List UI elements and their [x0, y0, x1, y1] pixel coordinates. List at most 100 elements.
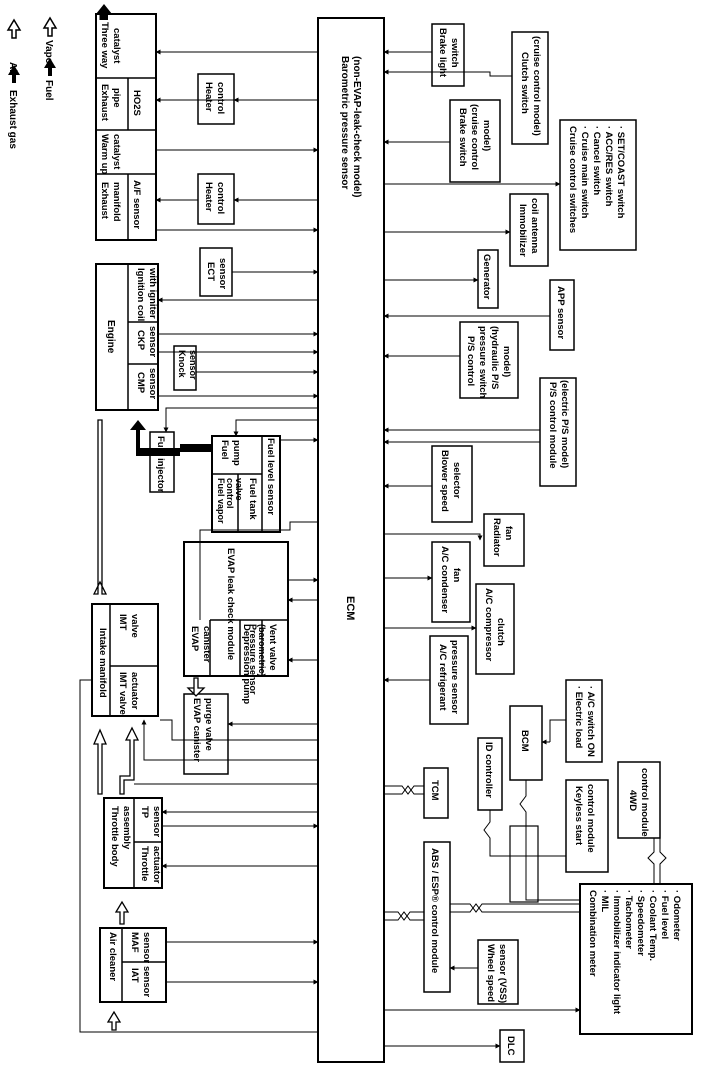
- tcm-label: TCM: [429, 780, 440, 801]
- ac-compressor-line1: A/C compressor: [483, 588, 494, 662]
- exhaust-pipe-line2: pipe: [111, 88, 122, 108]
- legend-exhaust-gas: Exhaust gas: [7, 90, 18, 149]
- fuel-injector: Fuel injector: [149, 431, 175, 493]
- heater-control-1-line1: Heater: [203, 82, 214, 112]
- keyless-line1: Keyless start: [573, 786, 584, 846]
- electric-load-line2: · A/C switch ON: [585, 686, 596, 757]
- iat-line2: sensor: [141, 966, 152, 997]
- combination-line3: · Immobilizer indicator light: [611, 890, 622, 1015]
- wheel-speed-sensor: Wheel speed sensor (VSS): [477, 939, 519, 1005]
- electric-load: · Electric load · A/C switch ON: [565, 679, 603, 763]
- evap-group: EVAP canister EVAP leak check module Dep…: [183, 541, 289, 704]
- exhaust-manifold-line2: manifold: [111, 182, 122, 222]
- warm-up-catalyst-line1: Warm up: [99, 134, 110, 174]
- fuel-level-label: Fuel level sensor: [265, 438, 276, 515]
- brake-light-line1: Brake light: [437, 28, 448, 78]
- tp-line1: TP: [139, 806, 150, 819]
- vent-valve: Vent valve: [267, 624, 278, 670]
- cruise-line1: Cruise control switches: [567, 126, 578, 233]
- brake-light-switch: Brake light switch: [431, 23, 465, 87]
- brake-switch-line2: (cruise control: [469, 104, 480, 170]
- purge-valve-line2: purge valve: [203, 698, 214, 751]
- throttle-title-line1: Throttle body: [109, 806, 120, 867]
- ac-compressor-clutch: A/C compressor clutch: [475, 583, 515, 675]
- ps-pressure-line1: P/S control: [465, 336, 476, 386]
- air-in-arrow-icon: [106, 1010, 122, 1031]
- warm-up-catalyst-line2: catalyst: [111, 134, 122, 170]
- app-label: APP sensor: [555, 286, 566, 339]
- generator-label: Generator: [481, 254, 492, 300]
- ecm-baro-line1: Barometric pressure sensor: [339, 56, 350, 190]
- heater-control-2: Heater control: [197, 173, 235, 225]
- cmp-line2: sensor: [147, 368, 158, 399]
- fuel-injector-label: Fuel injector: [155, 436, 166, 493]
- pressure-sensor-line2: (barometric): [257, 624, 267, 677]
- legend-vapor: Vapor: [43, 40, 54, 68]
- evap-canister-line1: EVAP: [189, 626, 200, 652]
- throttle-actuator-line1: Throttle: [139, 846, 150, 881]
- radiator-line1: Radiator: [491, 518, 502, 557]
- evap-canister-line2: canister: [201, 626, 212, 663]
- three-way-catalyst-line1: Three way: [99, 22, 110, 69]
- immobilizer-line1: Immobilizer: [517, 204, 528, 257]
- ac-refrigerant-line1: A/C refrigerant: [437, 644, 448, 711]
- af-sensor-label: A/F sensor: [131, 180, 142, 229]
- imt-valve-actuator-line1: IMT valve: [117, 672, 128, 715]
- brake-switch-line3: model): [481, 120, 492, 151]
- ac-condenser-line1: A/C condenser: [439, 546, 450, 613]
- combination-meter: Combination meter · MIL · Immobilizer in…: [579, 883, 693, 1035]
- ps-module-line2: (electric P/S model): [559, 380, 570, 468]
- app-sensor: APP sensor: [549, 279, 575, 351]
- imt-valve-actuator-line2: actuator: [129, 672, 140, 710]
- clutch-switch: Clutch switch (cruise control model): [511, 31, 549, 145]
- cruise-line5: · SET/COAST switch: [615, 126, 626, 219]
- id-controller: ID controller: [477, 737, 503, 811]
- tcm: TCM: [423, 767, 449, 819]
- fuel-pump-line1: Fuel: [219, 440, 230, 460]
- ps-pressure-line4: model): [501, 346, 512, 377]
- brake-light-line2: switch: [449, 38, 460, 68]
- purge-valve-line1: EVAP canister: [191, 698, 202, 762]
- signal-lines-right: [383, 49, 667, 1049]
- iat-line1: IAT: [129, 968, 140, 983]
- fuel-flow-arrow-icon: [130, 420, 212, 456]
- keyless-line2: control module: [585, 784, 596, 853]
- ac-condenser-fan: A/C condenser fan: [431, 541, 471, 623]
- intake-manifold: Intake manifold IMT valve actuator IMT v…: [91, 603, 159, 717]
- knock-line2: sensor: [188, 350, 198, 380]
- purge-valve: EVAP canister purge valve: [183, 693, 229, 775]
- combination-line4: · Tachometer: [623, 890, 634, 949]
- intake-title: Intake manifold: [97, 628, 108, 698]
- wheel-speed-line1: Wheel speed: [485, 944, 496, 1002]
- pressure-sensor-line1: Pressure sensor: [248, 624, 258, 695]
- vapor-flow-arrow-icon: [186, 677, 206, 697]
- fuel-arrow-icon: [44, 58, 56, 76]
- ps-pressure-switch: P/S control pressure switch (hydraulic P…: [459, 321, 519, 399]
- exhaust-pipe-line1: Exhaust: [99, 84, 110, 122]
- ac-condenser-line2: fan: [451, 568, 462, 582]
- heater-control-1-line2: control: [215, 82, 226, 114]
- ect-line1: ECT: [205, 262, 216, 281]
- fuel-vapor-line2: control: [225, 478, 235, 509]
- imt-valve-line1: IMT: [117, 614, 128, 631]
- throttle-actuator-line2: actuator: [151, 846, 162, 884]
- blower-speed-selector: Blower speed selector: [431, 445, 473, 523]
- radiator-line2: fan: [503, 526, 514, 540]
- ac-refrigerant-line2: pressure sensor: [449, 640, 460, 714]
- exhaust-out-arrow-icon: [96, 4, 112, 20]
- brake-switch-line1: Brake switch: [457, 108, 468, 167]
- cmp-line1: CMP: [135, 372, 146, 394]
- cruise-line2: · Cruise main switch: [579, 126, 590, 219]
- ect-sensor: ECT sensor: [199, 247, 233, 297]
- immobilizer-antenna: Immobilizer coil antenna: [509, 193, 549, 267]
- legend-fuel: Fuel: [43, 80, 54, 101]
- maf-line1: MAF: [129, 932, 140, 953]
- 4wd-line2: control module: [639, 768, 650, 837]
- heater-control-2-line1: Heater: [203, 182, 214, 212]
- keyless-start-module: Keyless start control module: [565, 779, 609, 873]
- fuel-tank-label: Fuel tank: [247, 478, 258, 520]
- air-arrow-5-icon: [119, 726, 140, 795]
- dlc: DLC: [499, 1029, 525, 1063]
- fuel-pump-line2: pump: [231, 440, 242, 466]
